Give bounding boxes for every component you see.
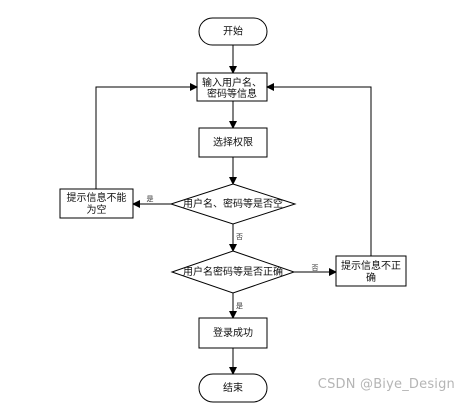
input-credentials-label-line2: 密码等信息: [207, 87, 257, 100]
input-credentials-label-line1: 输入用户名、: [202, 76, 262, 89]
empty-message-box: [59, 188, 134, 219]
wrong-message-label-line2: 确: [366, 271, 376, 284]
empty-message-label-line1: 提示信息不能: [67, 191, 127, 204]
edge-correct-no-label: 否: [312, 264, 319, 272]
edge-empty-no-label: 否: [236, 233, 243, 241]
edge-empty-message-back-to-input: [95, 83, 198, 189]
decision-check-empty-label: 用户名、密码等是否空: [183, 197, 283, 210]
login-success-label: 登录成功: [213, 326, 253, 339]
edge-wrong-message-back-to-input: [266, 83, 372, 256]
edge-empty-yes-label: 是: [147, 195, 154, 203]
wrong-message-box: [335, 255, 407, 287]
edge-correct-yes-label: 是: [236, 302, 243, 310]
end-terminator: [198, 373, 268, 403]
decision-check-correct-label: 用户名密码等是否正确: [183, 265, 283, 278]
select-permission-label: 选择权限: [213, 136, 253, 149]
csdn-watermark: CSDN @Biye_Design: [317, 377, 455, 392]
wrong-message-label-line1: 提示信息不正: [341, 259, 401, 272]
empty-message-label-line2: 为空: [87, 203, 107, 216]
end-label: 结束: [223, 381, 243, 394]
input-credentials-box: [196, 72, 268, 102]
start-label: 开始: [223, 25, 243, 38]
login-success-box: [198, 317, 268, 349]
